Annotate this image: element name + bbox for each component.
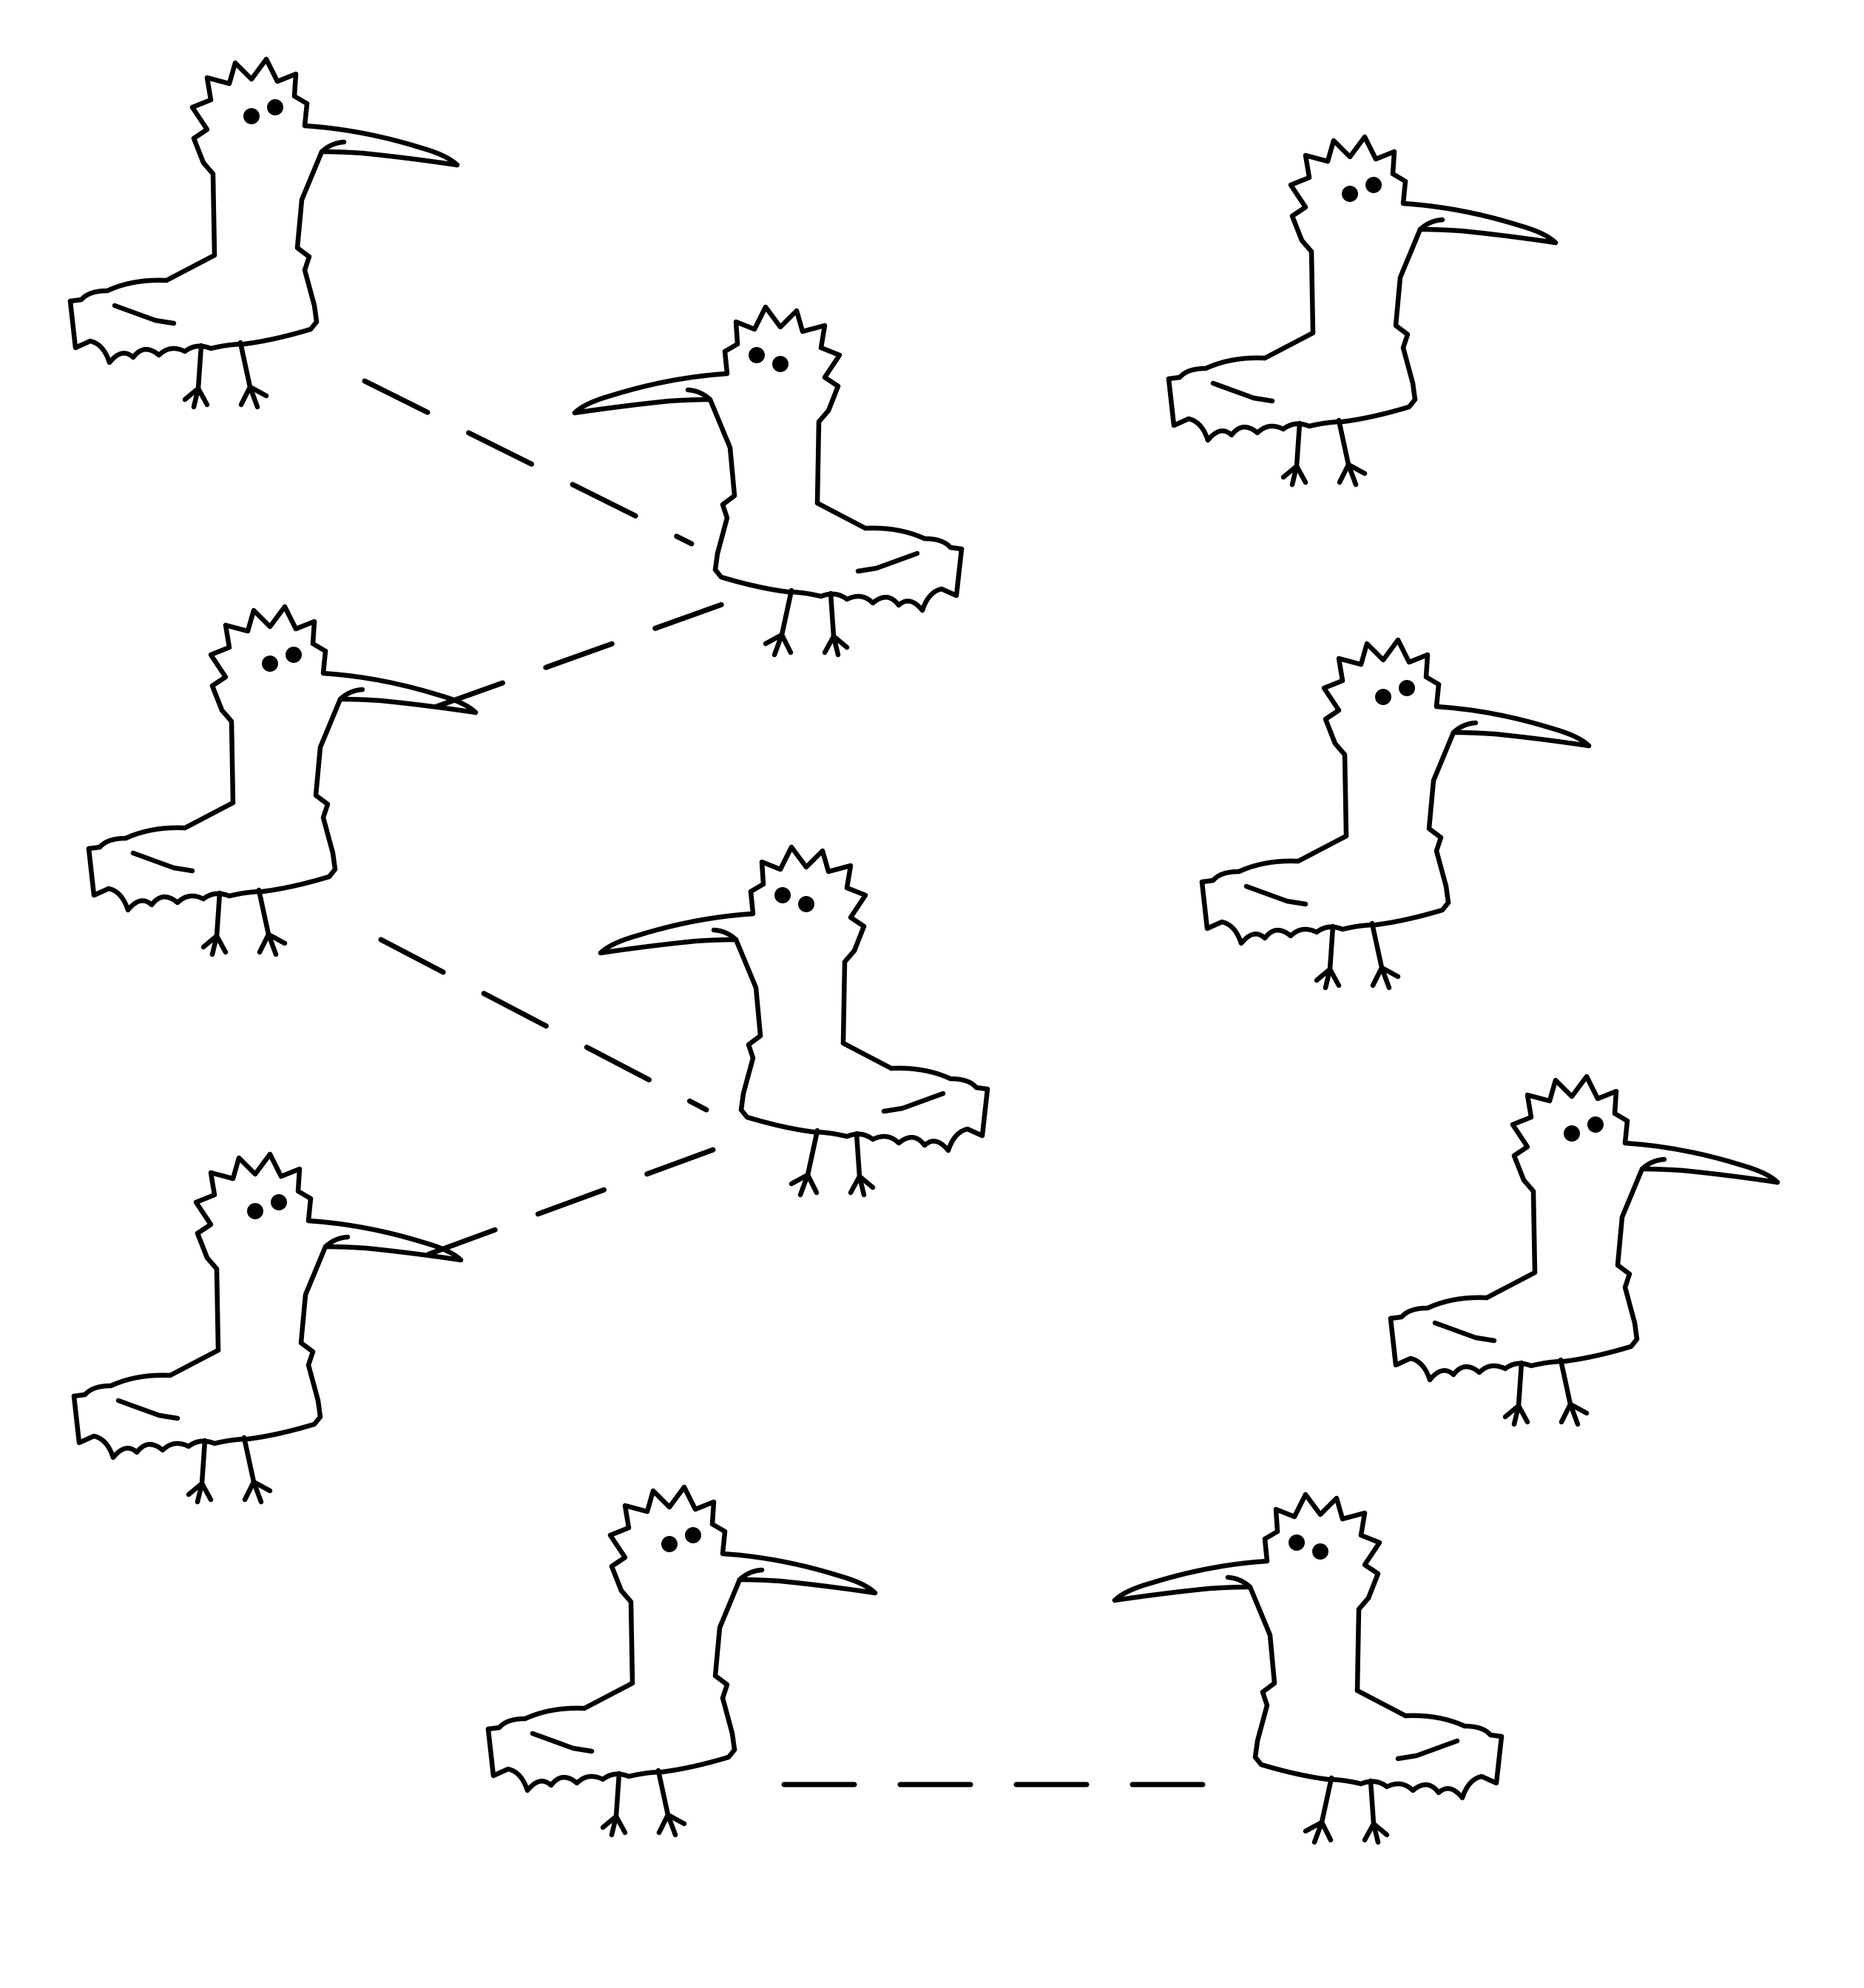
bird-5 [74, 1154, 461, 1502]
link-3-4 [378, 937, 709, 1113]
link-2-3 [433, 598, 735, 710]
bird-2 [575, 307, 962, 655]
link-1-2 [362, 378, 695, 547]
connector-lines [362, 378, 1242, 1787]
bird-1 [70, 59, 457, 407]
bird-8 [1391, 1076, 1777, 1424]
bird-10 [1115, 1495, 1502, 1842]
bird-7 [1202, 640, 1589, 988]
bird-6 [1169, 137, 1556, 485]
link-4-5 [426, 1144, 724, 1257]
bird-4 [601, 847, 987, 1195]
bird-3 [89, 607, 476, 954]
